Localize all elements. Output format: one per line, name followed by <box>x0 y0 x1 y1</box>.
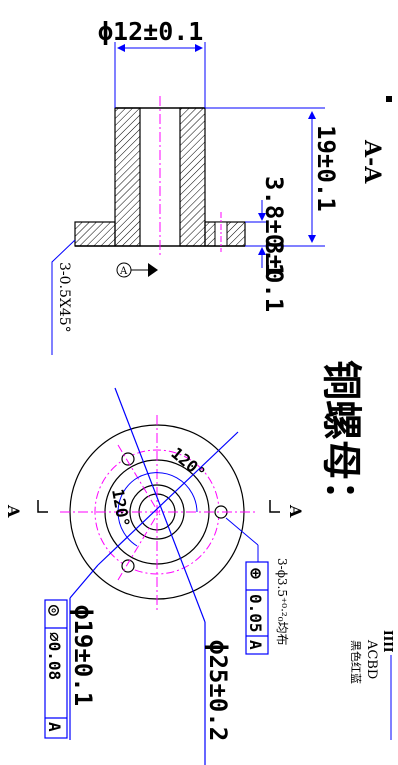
concentric-frame <box>44 599 68 739</box>
section-mark-right-line <box>269 500 280 513</box>
section-label-mark <box>386 96 392 102</box>
position-symbol: ⊕ <box>245 568 266 579</box>
section-view: ϕ12±0.1 19±0.1 3.8±0.1 3±0.1 3-0.5X45° A… <box>51 17 392 355</box>
concentric-symbol: ◎ <box>44 605 65 616</box>
position-datum: A <box>246 640 265 650</box>
dim-outer-leader <box>114 387 206 623</box>
bore-circle-outer <box>129 484 185 540</box>
chamfer-note: 3-0.5X45° <box>56 262 72 333</box>
section-mark-left-line <box>37 500 48 513</box>
title-block: IIII ACBD 黑色红蓝 <box>349 630 395 740</box>
dim-flange: 3.8±0.1 <box>260 176 288 277</box>
dim-top-diameter: ϕ12±0.1 <box>98 17 203 46</box>
dim-base: 3±0.1 <box>260 240 288 312</box>
chamfer-leader <box>51 239 76 355</box>
dim-outer-diameter: ϕ25±0.2 <box>204 640 232 741</box>
title-block-material: 黑色红蓝 <box>349 640 363 684</box>
dim-height: 19±0.1 <box>312 125 340 212</box>
concentric-tolerance: ∅0.08 <box>45 632 64 680</box>
datum-triangle <box>148 263 158 277</box>
part-title: 铜螺母： <box>318 360 365 520</box>
section-wall-right <box>179 107 206 247</box>
position-frame <box>245 561 269 655</box>
section-wall-left <box>114 107 141 247</box>
title-block-mark: IIII <box>381 630 395 653</box>
section-mark-right: A <box>286 504 305 518</box>
dim-inner-leader-ext <box>69 564 99 599</box>
front-centerline-d1 <box>117 444 161 516</box>
front-centerline-d2 <box>117 509 161 581</box>
holes-note: 3-ϕ3.5⁺⁰·²₀均布 <box>275 558 289 646</box>
front-view: 120° 120° A A 3-ϕ3.5⁺⁰·²₀均布 ⊕ 0.05 A ϕ25… <box>4 387 305 765</box>
mount-hole-1 <box>121 452 135 466</box>
title-block-code: ACBD <box>364 639 379 679</box>
angle-label-1: 120° <box>167 444 209 483</box>
angle-label-2: 120° <box>108 487 133 528</box>
section-mark-left: A <box>4 504 23 518</box>
position-tolerance: 0.05 <box>246 594 265 633</box>
section-label: A-A <box>359 139 385 184</box>
dim-inner-diameter: ϕ19±0.1 <box>69 605 97 706</box>
angle-arc-2 <box>117 477 138 547</box>
section-flange-left <box>74 221 116 247</box>
concentric-datum: A <box>45 722 64 732</box>
angle-arc-1 <box>136 472 198 513</box>
datum-marker: A <box>119 266 128 277</box>
holes-leader <box>225 517 259 546</box>
dim-inner-leader <box>97 431 239 566</box>
mount-hole-3 <box>121 559 135 573</box>
